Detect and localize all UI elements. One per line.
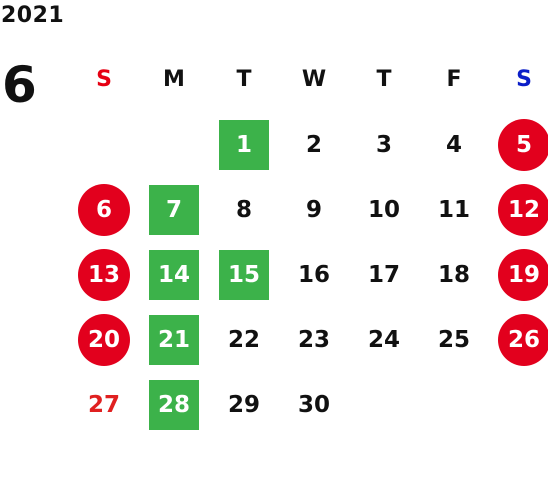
empty-day-cell (349, 372, 419, 437)
empty-day-cell (489, 372, 548, 437)
weekday-friday: F (446, 67, 462, 92)
day-30[interactable]: 30 (297, 391, 330, 418)
day-cell[interactable]: 19 (489, 242, 548, 307)
year-label: 2021 (1, 3, 65, 28)
day-12[interactable]: 12 (498, 183, 548, 236)
day-5[interactable]: 5 (498, 118, 548, 171)
day-13[interactable]: 13 (78, 248, 130, 301)
day-19[interactable]: 19 (498, 248, 548, 301)
day-cell[interactable]: 28 (139, 372, 209, 437)
weekday-monday: M (163, 67, 185, 92)
day-cell[interactable]: 13 (69, 242, 139, 307)
empty-day-cell (139, 112, 209, 177)
day-25[interactable]: 25 (437, 326, 470, 353)
day-17[interactable]: 17 (367, 261, 400, 288)
day-14[interactable]: 14 (149, 249, 199, 300)
day-26[interactable]: 26 (498, 313, 548, 366)
day-21[interactable]: 21 (149, 314, 199, 365)
day-2[interactable]: 2 (305, 131, 322, 158)
day-cell[interactable]: 6 (69, 177, 139, 242)
day-7[interactable]: 7 (149, 184, 199, 235)
day-10[interactable]: 10 (367, 196, 400, 223)
day-11[interactable]: 11 (437, 196, 470, 223)
day-4[interactable]: 4 (445, 131, 462, 158)
day-15[interactable]: 15 (219, 249, 269, 300)
day-6[interactable]: 6 (78, 183, 130, 236)
day-cell[interactable]: 14 (139, 242, 209, 307)
day-29[interactable]: 29 (227, 391, 260, 418)
day-8[interactable]: 8 (235, 196, 252, 223)
weekday-thursday: T (376, 67, 392, 92)
calendar-grid: S M T W T F S 1 2 3 4 5 6 7 8 9 10 11 12… (69, 47, 548, 437)
weekday-saturday: S (516, 67, 532, 92)
weekday-wednesday: W (301, 67, 327, 92)
day-20[interactable]: 20 (78, 313, 130, 366)
day-28[interactable]: 28 (149, 379, 199, 430)
day-24[interactable]: 24 (367, 326, 400, 353)
day-22[interactable]: 22 (227, 326, 260, 353)
empty-day-cell (419, 372, 489, 437)
day-23[interactable]: 23 (297, 326, 330, 353)
day-cell[interactable]: 21 (139, 307, 209, 372)
day-27[interactable]: 27 (87, 391, 120, 418)
day-18[interactable]: 18 (437, 261, 470, 288)
weekday-tuesday: T (236, 67, 252, 92)
day-1[interactable]: 1 (219, 119, 269, 170)
weekday-sunday: S (96, 67, 112, 92)
day-3[interactable]: 3 (375, 131, 392, 158)
day-cell[interactable]: 26 (489, 307, 548, 372)
day-cell[interactable]: 1 (209, 112, 279, 177)
day-cell[interactable]: 12 (489, 177, 548, 242)
day-9[interactable]: 9 (305, 196, 322, 223)
day-cell[interactable]: 7 (139, 177, 209, 242)
month-label: 6 (2, 56, 37, 114)
day-16[interactable]: 16 (297, 261, 330, 288)
day-cell[interactable]: 5 (489, 112, 548, 177)
empty-day-cell (69, 112, 139, 177)
day-cell[interactable]: 15 (209, 242, 279, 307)
day-cell[interactable]: 20 (69, 307, 139, 372)
